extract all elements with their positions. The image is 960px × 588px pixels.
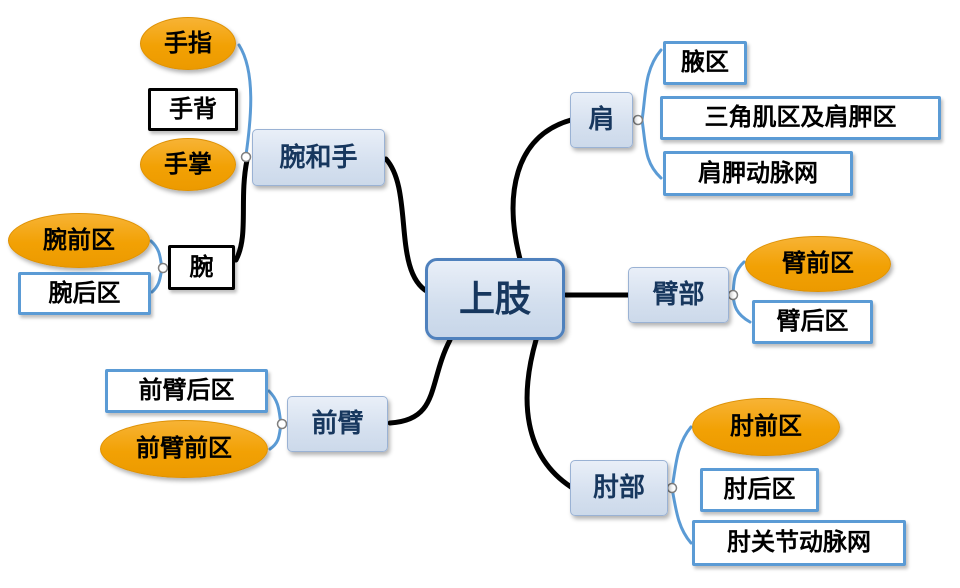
branch-forearm[interactable]: 前臂	[287, 396, 388, 452]
leaf-deltoid-scapula[interactable]: 三角肌区及肩胛区	[660, 96, 941, 140]
leaf-palm[interactable]: 手掌	[140, 138, 236, 191]
leaf-elbow-back[interactable]: 肘后区	[700, 468, 819, 512]
leaf-hand-back[interactable]: 手背	[148, 88, 238, 131]
leaf-forearm-front[interactable]: 前臂前区	[100, 420, 268, 478]
branch-shoulder[interactable]: 肩	[570, 92, 633, 148]
leaf-axilla[interactable]: 腋区	[663, 41, 747, 85]
leaf-arm-front[interactable]: 臂前区	[745, 236, 891, 292]
node-wrist[interactable]: 腕	[168, 245, 235, 290]
main-branch-curves	[233, 117, 631, 490]
leaf-forearm-back[interactable]: 前臂后区	[105, 369, 268, 413]
center-node-upper-limb[interactable]: 上肢	[425, 258, 565, 340]
leaf-wrist-front[interactable]: 腕前区	[8, 213, 150, 268]
branch-wrist-hand[interactable]: 腕和手	[252, 129, 385, 186]
leaf-scapular-artery-network[interactable]: 肩胛动脉网	[663, 151, 853, 196]
leaf-elbow-artery-network[interactable]: 肘关节动脉网	[692, 520, 906, 566]
branch-arm[interactable]: 臂部	[628, 267, 729, 323]
leaf-finger[interactable]: 手指	[140, 17, 236, 70]
leaf-arm-back[interactable]: 臂后区	[752, 300, 873, 344]
leaf-elbow-front[interactable]: 肘前区	[692, 398, 840, 456]
branch-elbow[interactable]: 肘部	[570, 460, 668, 516]
leaf-wrist-back[interactable]: 腕后区	[18, 272, 151, 315]
